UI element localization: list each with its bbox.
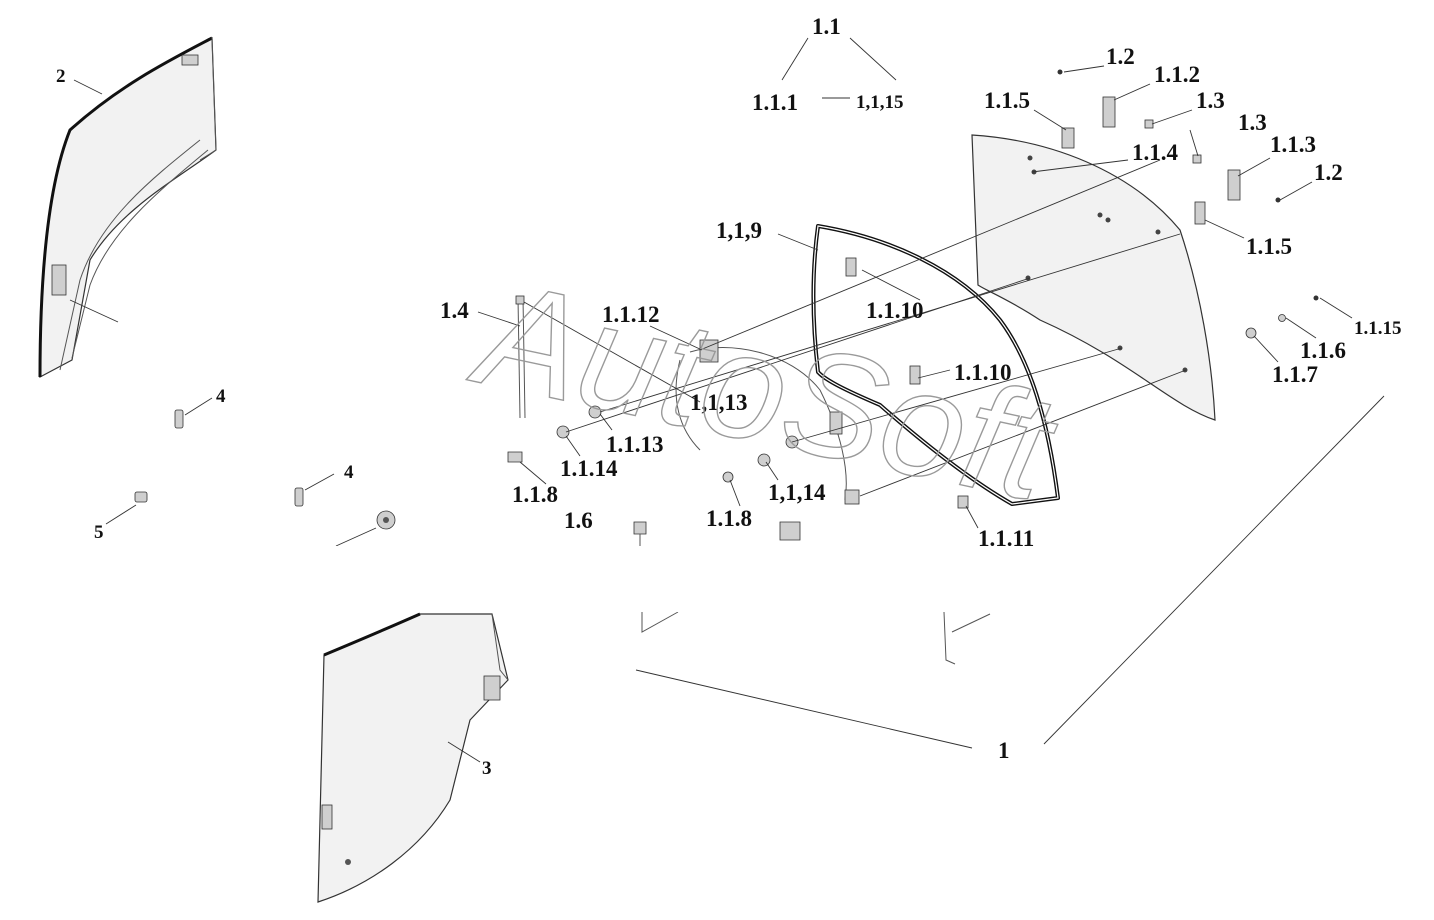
door-glass-part-3 [317,612,509,903]
label-1-1-13-b: 1.1.13 [606,432,664,457]
label-1-1: 1.1 [812,14,841,39]
label-1-1-1: 1.1.1 [752,90,798,115]
label-1-1-14-a: 1.1.14 [560,456,618,481]
label-1-1-4: 1.1.4 [1132,140,1179,165]
label-1-1-2: 1.1.2 [1154,62,1200,87]
clip-part-4a [174,397,213,429]
label-1-1-15-b: 1.1.15 [1354,318,1402,339]
label-5: 5 [94,522,104,543]
label-1-6: 1.6 [564,508,593,533]
cutout-band [300,546,1060,612]
hinge-assembly [507,339,969,548]
bottom-fragments [641,611,991,665]
label-1-1-10-a: 1.1.10 [866,298,924,323]
label-4-b: 4 [344,462,354,483]
label-1-1-6: 1.1.6 [1300,338,1346,363]
label-1-3-a: 1.3 [1196,88,1225,113]
label-1-1-8-a: 1.1.8 [512,482,558,507]
label-1-1-8-b: 1.1.8 [706,506,752,531]
right-hardware [1057,69,1319,339]
label-1-1-3: 1.1.3 [1270,132,1316,157]
bar-part-1-4 [515,295,526,419]
label-1-3-b: 1.3 [1238,110,1267,135]
clip-part-5 [105,491,148,525]
label-1-4: 1.4 [440,298,469,323]
callout-labels: 1.1 1.1.1 1,1,15 1.2 1.1.2 1.1.5 1.3 1.3… [56,14,1402,779]
label-3: 3 [482,758,492,779]
door-glass-part-2 [38,36,217,378]
label-1-1-13-a: 1,1,13 [690,390,748,415]
leader-lines [73,37,1385,749]
clip-part-4b [294,473,335,507]
label-1-1-5-a: 1.1.5 [984,88,1030,113]
label-1-1-10-b: 1.1.10 [954,360,1012,385]
label-1-2-a: 1.2 [1106,44,1135,69]
main-glass-panel [971,134,1216,421]
label-2: 2 [56,66,66,87]
label-1: 1 [998,738,1010,763]
label-1-1-12: 1.1.12 [602,302,660,327]
label-1-1-14-b: 1,1,14 [768,480,826,505]
label-1-1-9: 1,1,9 [716,218,762,243]
label-4-a: 4 [216,386,226,407]
label-1-1-5-b: 1.1.5 [1246,234,1292,259]
seal-frame-1-1-9 [811,224,1060,506]
label-1-2-b: 1.2 [1314,160,1343,185]
label-1-1-15-top: 1,1,15 [856,92,904,113]
nut-part [335,510,396,547]
label-1-1-7: 1.1.7 [1272,362,1318,387]
